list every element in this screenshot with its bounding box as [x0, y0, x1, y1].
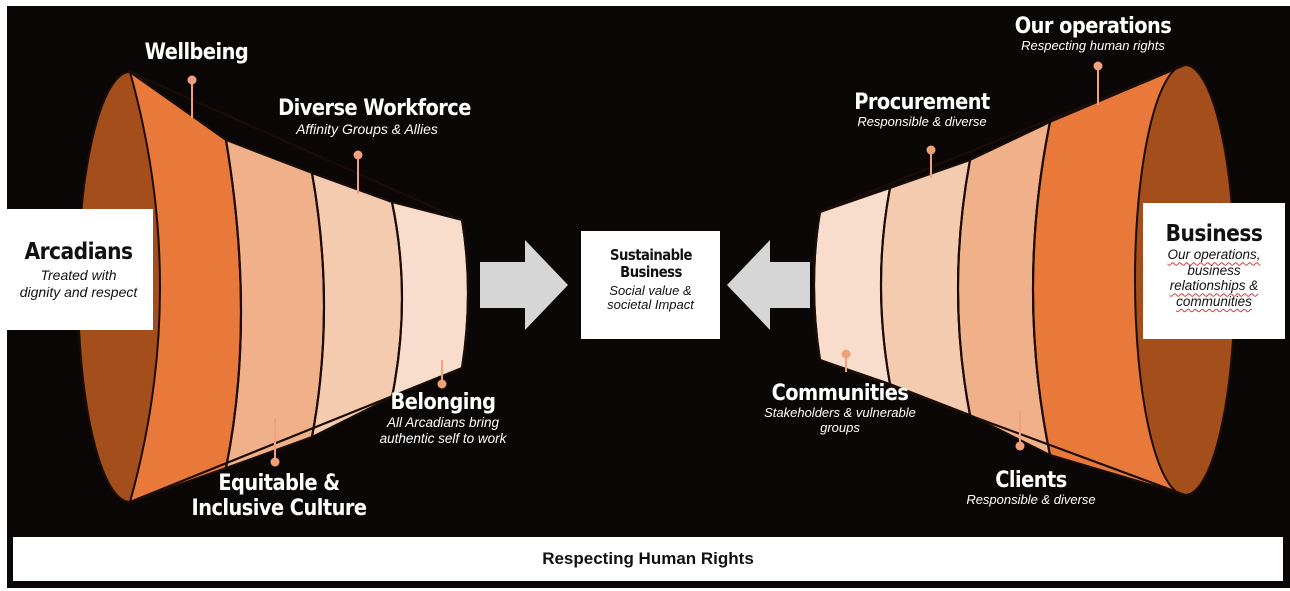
- arcadians-subtitle: Treated with dignity and respect: [19, 267, 138, 300]
- operations-connector-dot: [1093, 61, 1103, 71]
- right-pointing-arrow: [480, 240, 568, 330]
- belonging-title: Belonging: [390, 390, 497, 415]
- diverse-workforce-label: Diverse Workforce Affinity Groups & Alli…: [266, 96, 471, 138]
- wellbeing-title: Wellbeing: [144, 40, 249, 65]
- clients-label: Clients Responsible & diverse: [948, 468, 1114, 508]
- wellbeing-connector-dot: [187, 75, 197, 85]
- right-funnel-band-procurement: [880, 158, 972, 417]
- procurement-subtitle: Responsible & diverse: [857, 114, 987, 130]
- our-operations-label: Our operations Respecting human rights: [995, 14, 1191, 54]
- diverse-connector-dot: [353, 150, 363, 160]
- clients-title: Clients: [995, 468, 1067, 493]
- belonging-subtitle: All Arcadians bring authentic self to wo…: [379, 415, 507, 446]
- business-title: Business: [1165, 221, 1263, 247]
- arcadians-box: Arcadians Treated with dignity and respe…: [4, 209, 153, 330]
- our-operations-title: Our operations: [1014, 14, 1172, 39]
- sustainable-business-title: Sustainable Business: [609, 246, 692, 282]
- procurement-label: Procurement Responsible & diverse: [840, 90, 1004, 130]
- business-subtitle: Our operations, business relationships &…: [1143, 247, 1285, 309]
- equitable-culture-label: Equitable & Inclusive Culture: [170, 471, 388, 522]
- business-subtitle-line1: Our operations,: [1167, 247, 1261, 263]
- footer-label: Respecting Human Rights: [542, 549, 754, 568]
- clients-subtitle: Responsible & diverse: [966, 492, 1096, 508]
- equitable-culture-title: Equitable & Inclusive Culture: [191, 471, 367, 522]
- belonging-connector-dot: [437, 379, 447, 389]
- business-box: Business Our operations, business relati…: [1143, 203, 1285, 339]
- business-subtitle-line3: relationships &: [1169, 278, 1259, 294]
- left-funnel-band-belonging: [390, 200, 469, 399]
- right-funnel-outline: [812, 63, 1186, 497]
- diverse-workforce-title: Diverse Workforce: [278, 96, 471, 121]
- communities-connector-dot: [841, 349, 851, 359]
- left-pointing-arrow: [727, 240, 810, 330]
- communities-title: Communities: [771, 381, 909, 406]
- equitable-connector-dot: [270, 457, 280, 467]
- label-connectors: [187, 61, 1103, 467]
- wellbeing-label: Wellbeing: [138, 40, 249, 65]
- sustainable-business-box: Sustainable Business Social value & soci…: [581, 231, 720, 339]
- sustainable-business-subtitle: Social value & societal Impact: [607, 282, 694, 313]
- communities-label: Communities Stakeholders & vulnerable gr…: [750, 381, 930, 436]
- clients-connector-dot: [1015, 441, 1025, 451]
- arcadians-title: Arcadians: [24, 239, 133, 265]
- our-operations-subtitle: Respecting human rights: [1021, 38, 1165, 54]
- belonging-label: Belonging All Arcadians bring authentic …: [376, 390, 510, 446]
- right-funnel-band-communities: [813, 186, 892, 386]
- diverse-workforce-subtitle: Affinity Groups & Allies: [296, 121, 438, 138]
- business-subtitle-line2: business: [1187, 262, 1241, 278]
- communities-subtitle: Stakeholders & vulnerable groups: [764, 405, 916, 436]
- procurement-connector-dot: [926, 145, 936, 155]
- procurement-title: Procurement: [854, 90, 990, 115]
- left-funnel-outline: [129, 70, 470, 504]
- business-subtitle-line4: communities: [1176, 293, 1252, 309]
- footer-bar: Respecting Human Rights: [13, 537, 1283, 581]
